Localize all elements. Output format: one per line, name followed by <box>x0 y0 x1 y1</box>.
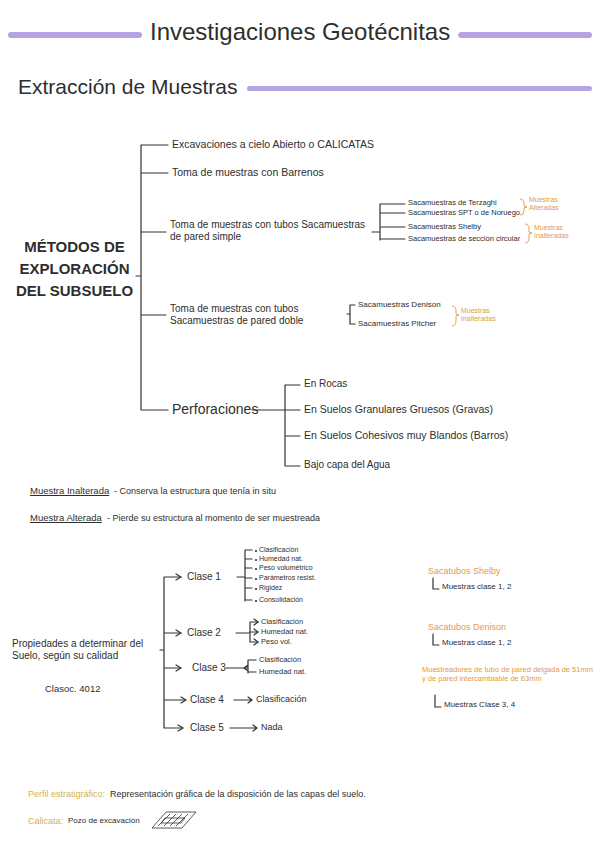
class-label: Clase 4 <box>190 694 224 706</box>
leaf-text: Sacamuestras Shelby <box>408 222 481 231</box>
definition-term: Perfil estratigráfico: <box>28 789 105 800</box>
tree-root: MÉTODOS DE EXPLORACIÓN DEL SUBSUELO <box>12 236 137 301</box>
standard-note: Clasoc. 4012 <box>45 683 100 694</box>
note-text: Muestras clase 1, 2 <box>442 582 511 592</box>
orange-note: Muestras Inalteradas <box>461 307 511 324</box>
orange-note: Sacatubos Denison <box>428 622 506 633</box>
leaf-text: Sacamuestras de sección circular <box>408 234 520 243</box>
property-item: Parámetros resist. <box>259 574 316 582</box>
orange-note: Sacatubos Shelby <box>428 566 501 577</box>
class-label: Clase 1 <box>187 571 221 583</box>
definition-text: Pozo de excavación <box>68 816 140 826</box>
leaf-text: Sacamuestras Denison <box>358 300 441 310</box>
definition-text: - Pierde su estructura al momento de ser… <box>107 513 320 524</box>
leaf-text: Sacamuestras de Terzaghi <box>408 198 497 207</box>
property-item: Clasificación <box>256 694 307 705</box>
orange-note: Muestras Inalteradas <box>534 224 589 241</box>
branch-text: Toma de muestras con tubos Sacamuestras … <box>170 303 345 327</box>
class-label: Clase 3 <box>192 662 226 674</box>
class-label: Clase 2 <box>187 627 221 639</box>
orange-note: Muestras Alteradas <box>529 196 574 213</box>
orange-note: Muestreadores de tubo de pared delgada d… <box>422 665 594 683</box>
branch-text: Toma de muestras con tubos Sacamuestras … <box>170 219 370 243</box>
note-text: Muestras clase 1, 2 <box>442 638 511 648</box>
leaf-text: Bajo capa del Agua <box>304 459 390 471</box>
leaf-text: Sacamuestras Pitcher <box>358 319 436 329</box>
definition-term: Calicata: <box>28 816 63 827</box>
branch-text: Toma de muestras con Barrenos <box>172 166 324 179</box>
property-item: Humedad nat. <box>259 555 303 563</box>
definition-text: Representación gráfica de la disposición… <box>110 789 366 800</box>
tree-root: Propiedades a determinar del Suelo, segú… <box>12 638 162 662</box>
note-text: Muestras Clase 3, 4 <box>444 700 515 710</box>
property-item: Clasificación <box>259 546 298 554</box>
property-item: Clasificación <box>261 617 303 626</box>
definition-term: Muestra Inalterada <box>30 485 109 496</box>
branch-text: Excavaciones a cielo Abierto o CALICATAS <box>172 138 374 151</box>
property-item: Peso volumétrico <box>259 564 313 572</box>
property-item: Humedad nat. <box>259 667 306 676</box>
title-bar <box>8 32 142 38</box>
title-bar <box>458 32 592 38</box>
bullet-dots <box>255 550 257 602</box>
property-item: Humedad nat. <box>261 627 308 636</box>
page-title: Investigaciones Geotécnitas <box>150 18 450 47</box>
calicata-sketch <box>152 812 196 828</box>
leaf-text: Sacamuestras SPT o de Noruego <box>408 208 520 217</box>
property-item: Clasificación <box>259 655 301 664</box>
definition-term: Muestra Alterada <box>30 512 102 523</box>
orange-braces <box>452 199 532 326</box>
property-item: Consolidación <box>259 596 303 604</box>
leaf-text: En Rocas <box>304 378 347 390</box>
class-label: Clase 5 <box>190 722 224 734</box>
leaf-text: En Suelos Granulares Gruesos (Gravas) <box>304 403 493 416</box>
definition-text: - Conserva la estructura que tenía in si… <box>114 486 276 497</box>
property-item: Nada <box>261 722 283 733</box>
leaf-text: En Suelos Cohesivos muy Blandos (Barros) <box>304 429 508 442</box>
property-item: Rigidez <box>259 584 282 592</box>
section-heading: Extracción de Muestras <box>18 74 237 99</box>
branch-text: Perforaciones <box>172 401 258 418</box>
property-item: Peso vol. <box>261 637 292 646</box>
subtitle-bar <box>247 86 592 91</box>
